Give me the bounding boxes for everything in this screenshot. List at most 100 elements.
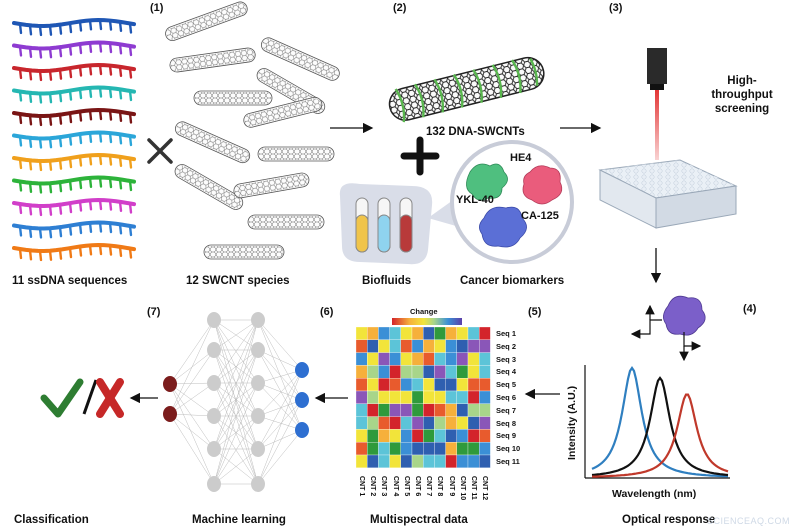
- heatmap-cell: [467, 416, 480, 430]
- swcnt-tube: [233, 172, 310, 199]
- ssdna-strand: [12, 18, 136, 37]
- hts-label-line2: throughput: [711, 89, 773, 101]
- heatmap-col-label: CNT 12: [481, 476, 489, 501]
- biomarker-ykl40: YKL-40: [456, 194, 494, 206]
- heatmap-cell: [456, 339, 469, 353]
- heatmap-cell: [423, 326, 435, 340]
- ssdna-strand: [12, 108, 136, 127]
- multiply-icon: [147, 138, 173, 164]
- heatmap-cell: [434, 454, 446, 468]
- heatmap-row-label: Seq 10: [496, 444, 521, 454]
- heatmap-cell: [467, 365, 480, 379]
- heatmap-cell: [400, 339, 413, 353]
- optical-response-label: Optical response: [622, 514, 716, 526]
- heatmap-row-label: Seq 11: [496, 457, 520, 466]
- heatmap-cell: [467, 454, 480, 468]
- heatmap-cell: [411, 390, 424, 404]
- heatmap-cell: [367, 416, 379, 430]
- ssdna-strand: [12, 85, 136, 104]
- heatmap-cell: [479, 390, 491, 404]
- heatmap-col-label: CNT 10: [458, 476, 466, 501]
- swcnt-tube: [260, 37, 340, 81]
- heatmap-cell: [378, 416, 390, 430]
- nn-node: [207, 342, 221, 358]
- swcnt-label: 12 SWCNT species: [186, 275, 290, 287]
- heatmap-col-label: CNT 7: [425, 476, 433, 497]
- nn-node: [251, 342, 265, 358]
- swcnt-tube: [203, 244, 285, 260]
- heatmap-cell: [445, 416, 457, 430]
- heatmap-cell: [389, 339, 401, 353]
- heatmap-cell: [411, 352, 424, 366]
- heatmap-cell: [456, 378, 469, 392]
- heatmap-cell: [378, 352, 390, 366]
- swcnt-tube: [257, 146, 335, 162]
- heatmap-cell: [423, 339, 435, 353]
- spectrum-ylabel: Intensity (A.U.): [566, 385, 578, 460]
- heatmap-col-label: CNT 11: [470, 476, 477, 500]
- heatmap-cell: [434, 326, 446, 340]
- heatmap-cell: [400, 454, 413, 468]
- heatmap-cell: [456, 416, 469, 430]
- heatmap-cell: [367, 454, 379, 468]
- heatmap-cell: [389, 365, 401, 379]
- hts-label-line3: screening: [714, 103, 770, 115]
- heatmap-cell: [355, 352, 368, 366]
- heatmap-cell: [479, 442, 491, 456]
- heatmap-cell: [367, 390, 379, 404]
- heatmap-row-label: Seq 8: [496, 418, 517, 428]
- heatmap-cell: [411, 416, 424, 430]
- step-1-number: (1): [150, 2, 164, 14]
- heatmap-cell: [423, 442, 435, 456]
- ssdna-strand: [12, 198, 136, 217]
- heatmap-cell: [423, 378, 435, 392]
- spectrum-xlabel: Wavelength (nm): [612, 488, 697, 500]
- heatmap-cell: [445, 352, 457, 366]
- heatmap-cell: [434, 390, 446, 404]
- heatmap-col-label: CNT 8: [436, 476, 444, 497]
- ssdna-strand: [12, 130, 136, 149]
- biomarker-he4: HE4: [510, 152, 532, 164]
- heatmap-cell: [400, 326, 413, 340]
- heatmap-row-label: Seq 9: [496, 431, 517, 441]
- heatmap-cell: [467, 326, 480, 340]
- heatmap-cell: [355, 326, 368, 340]
- nn-node: [251, 375, 265, 391]
- heatmap-cell: [411, 378, 424, 392]
- heatmap-cell: [434, 403, 446, 417]
- ssdna-strand: [12, 40, 136, 59]
- dna-swcnts-label: 132 DNA-SWCNTs: [426, 126, 525, 138]
- heatmap-cell: [389, 390, 401, 404]
- heatmap-cell: [467, 390, 480, 404]
- heatmap-row-label: Seq 3: [496, 354, 517, 364]
- nn-node: [163, 406, 177, 422]
- nn-node: [207, 476, 221, 492]
- dna-swcnt-icon: [388, 56, 545, 123]
- hts-label-line1: High-: [727, 75, 757, 87]
- heatmap-cell: [467, 403, 480, 417]
- step-6-number: (6): [320, 306, 334, 318]
- heatmap-cell: [355, 390, 368, 404]
- heatmap-cell: [389, 352, 401, 366]
- heatmap-cell: [367, 365, 379, 379]
- heatmap-cell: [378, 429, 390, 443]
- nn-node: [207, 441, 221, 457]
- ssdna-strand: [12, 175, 136, 194]
- heatmap: [355, 318, 491, 468]
- heatmap-cell: [467, 378, 480, 392]
- heatmap-cell: [411, 326, 424, 340]
- heatmap-cell: [445, 429, 457, 443]
- heatmap-cell: [400, 429, 413, 443]
- heatmap-cell: [456, 403, 469, 417]
- heatmap-cell: [389, 429, 401, 443]
- nn-node: [251, 441, 265, 457]
- heatmap-cell: [400, 390, 413, 404]
- plate-reader-icon: [598, 48, 738, 229]
- slash-icon: [82, 379, 98, 415]
- heatmap-cell: [389, 326, 401, 340]
- heatmap-cell: [479, 378, 491, 392]
- heatmap-cell: [434, 429, 446, 443]
- heatmap-cell: [434, 442, 446, 456]
- nn-node: [163, 376, 177, 392]
- heatmap-cell: [445, 339, 457, 353]
